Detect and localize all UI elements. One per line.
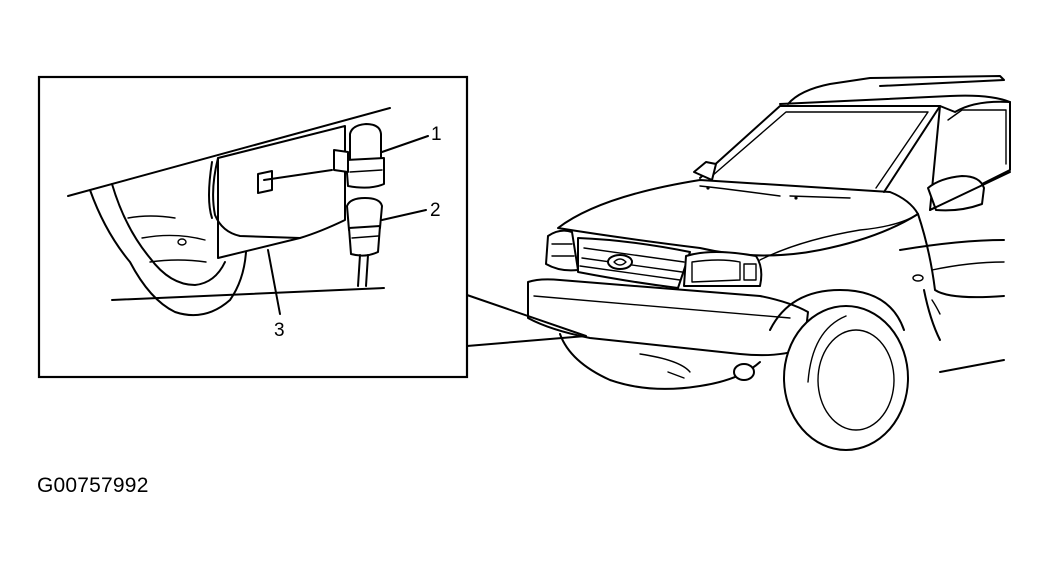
bracket-lines xyxy=(127,215,207,263)
leader-line-3 xyxy=(267,249,281,315)
fog-lamp xyxy=(733,363,755,381)
windshield xyxy=(699,105,941,193)
front-wheel-arch xyxy=(769,289,905,331)
figure-id-label: G00757992 xyxy=(37,474,149,497)
inset-pointer xyxy=(466,294,587,347)
front-tire xyxy=(783,305,909,451)
control-module xyxy=(208,125,346,259)
body-panel-lines xyxy=(89,189,247,316)
bracket-hole xyxy=(177,238,187,246)
grille-emblem xyxy=(607,254,633,270)
leader-line-1 xyxy=(381,135,429,153)
callout-label-3: 3 xyxy=(274,320,285,341)
leader-line-2 xyxy=(381,209,427,221)
roof-rail xyxy=(787,75,1005,105)
front-fender xyxy=(899,213,1005,299)
vehicle-front-view xyxy=(527,75,1011,451)
side-mirror xyxy=(927,175,985,212)
connector-1 xyxy=(333,123,385,189)
ground-line xyxy=(111,287,385,301)
left-mirror xyxy=(693,161,717,181)
side-window xyxy=(929,100,1011,211)
hood xyxy=(557,179,919,257)
body-inner-curve xyxy=(111,183,226,286)
front-bumper xyxy=(527,278,809,357)
detail-inset: 1 2 3 xyxy=(37,75,469,379)
callout-label-1: 1 xyxy=(431,124,442,145)
underbody-edge xyxy=(67,107,391,197)
connector-2 xyxy=(346,197,383,287)
roof-line xyxy=(779,94,1011,105)
callout-label-2: 2 xyxy=(430,200,441,221)
left-headlamp xyxy=(545,229,579,272)
